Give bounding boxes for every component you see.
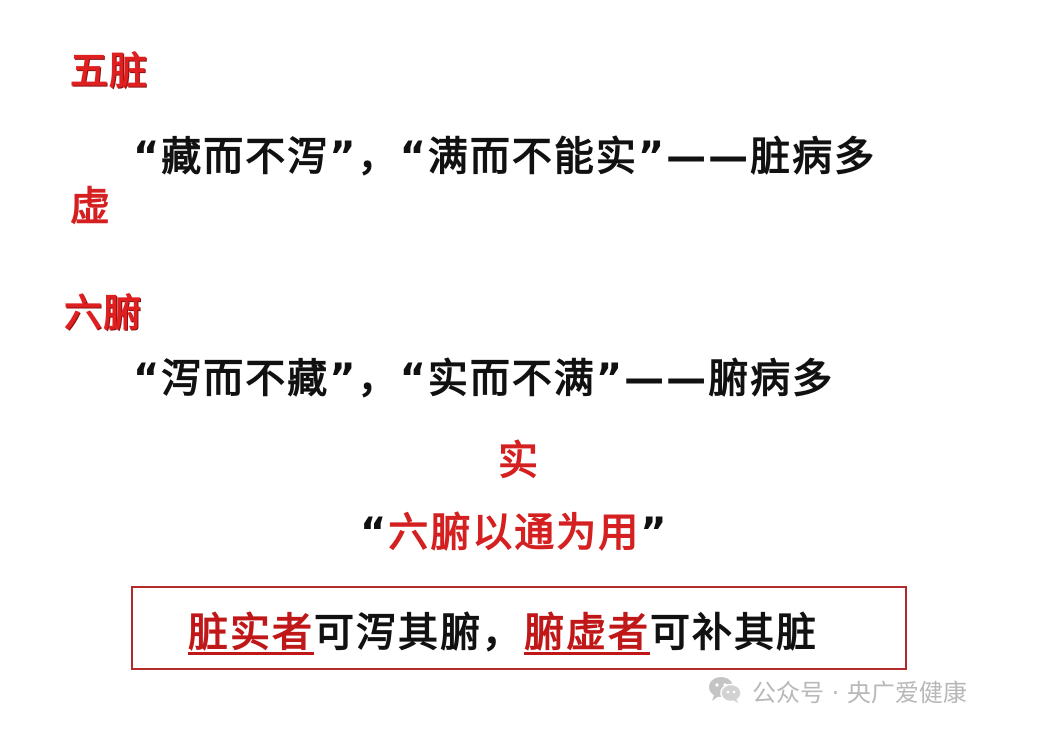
wechat-icon bbox=[709, 677, 742, 703]
summary-part-4: 可补其脏 bbox=[650, 610, 818, 656]
summary-part-1: 脏实者 bbox=[188, 610, 314, 656]
quote-open: “ bbox=[360, 510, 389, 556]
liufu-principle: “六腑以通为用” bbox=[360, 500, 669, 558]
summary-text: 脏实者可泻其腑，腑虚者可补其脏 bbox=[188, 600, 818, 658]
liufu-description: “泻而不藏”，“实而不满”——腑病多 bbox=[133, 356, 835, 402]
summary-part-2: 可泻其腑， bbox=[314, 610, 524, 656]
heading-liufu: 六腑 bbox=[64, 291, 143, 335]
wuzang-description: “藏而不泻”，“满而不能实”——脏病多 bbox=[133, 134, 877, 180]
wuzang-conclusion: 虚 bbox=[70, 184, 112, 230]
liufu-conclusion: 实 bbox=[498, 438, 538, 484]
watermark: 公众号 · 央广爱健康 bbox=[708, 674, 967, 707]
quote-close: ” bbox=[640, 510, 669, 556]
heading-wuzang: 五脏 bbox=[70, 49, 149, 93]
watermark-text: 公众号 · 央广爱健康 bbox=[752, 678, 967, 707]
summary-box bbox=[131, 586, 907, 670]
summary-part-3: 腑虚者 bbox=[524, 610, 650, 656]
principle-text: 六腑以通为用 bbox=[388, 510, 641, 556]
